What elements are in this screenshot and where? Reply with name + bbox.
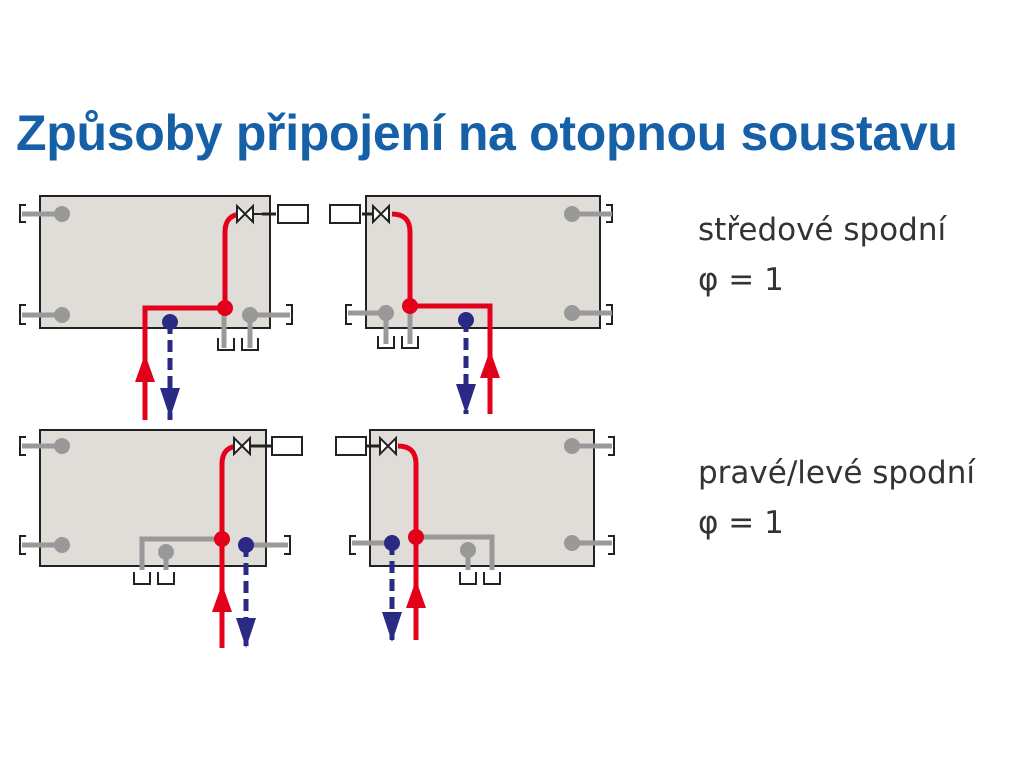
- caption-center-bottom: středové spodní: [698, 212, 947, 248]
- supply-arrow-icon: [480, 350, 500, 378]
- return-arrow-icon: [160, 388, 180, 418]
- supply-arrow-icon: [212, 584, 232, 612]
- wall-bracket-icon: [349, 436, 615, 555]
- wall-bracket-icon: [19, 204, 293, 325]
- valve-icon: [366, 435, 397, 457]
- radiator-center-bottom-left: [19, 195, 309, 420]
- thermostat-head-icon: [271, 436, 303, 456]
- supply-arrow-icon: [406, 580, 426, 608]
- return-arrow-icon: [382, 612, 402, 642]
- supply-arrow-icon: [135, 354, 155, 382]
- wall-bracket-icon: [19, 436, 291, 555]
- caption-side-bottom-phi: φ = 1: [698, 505, 784, 541]
- valve-icon: [362, 203, 390, 225]
- thermostat-head-icon: [335, 436, 367, 456]
- return-arrow-icon: [236, 618, 256, 648]
- valve-icon: [233, 435, 272, 457]
- radiator-side-bottom-right: [335, 429, 615, 642]
- thermostat-head-icon: [277, 204, 309, 224]
- radiator-side-bottom-left: [19, 429, 303, 648]
- return-arrow-icon: [456, 384, 476, 414]
- caption-center-bottom-phi: φ = 1: [698, 262, 784, 298]
- page-title: Způsoby připojení na otopnou soustavu: [16, 105, 958, 161]
- valve-icon: [236, 203, 276, 225]
- caption-side-bottom: pravé/levé spodní: [698, 455, 975, 491]
- thermostat-head-icon: [329, 204, 361, 224]
- radiator-center-bottom-right: [329, 195, 613, 414]
